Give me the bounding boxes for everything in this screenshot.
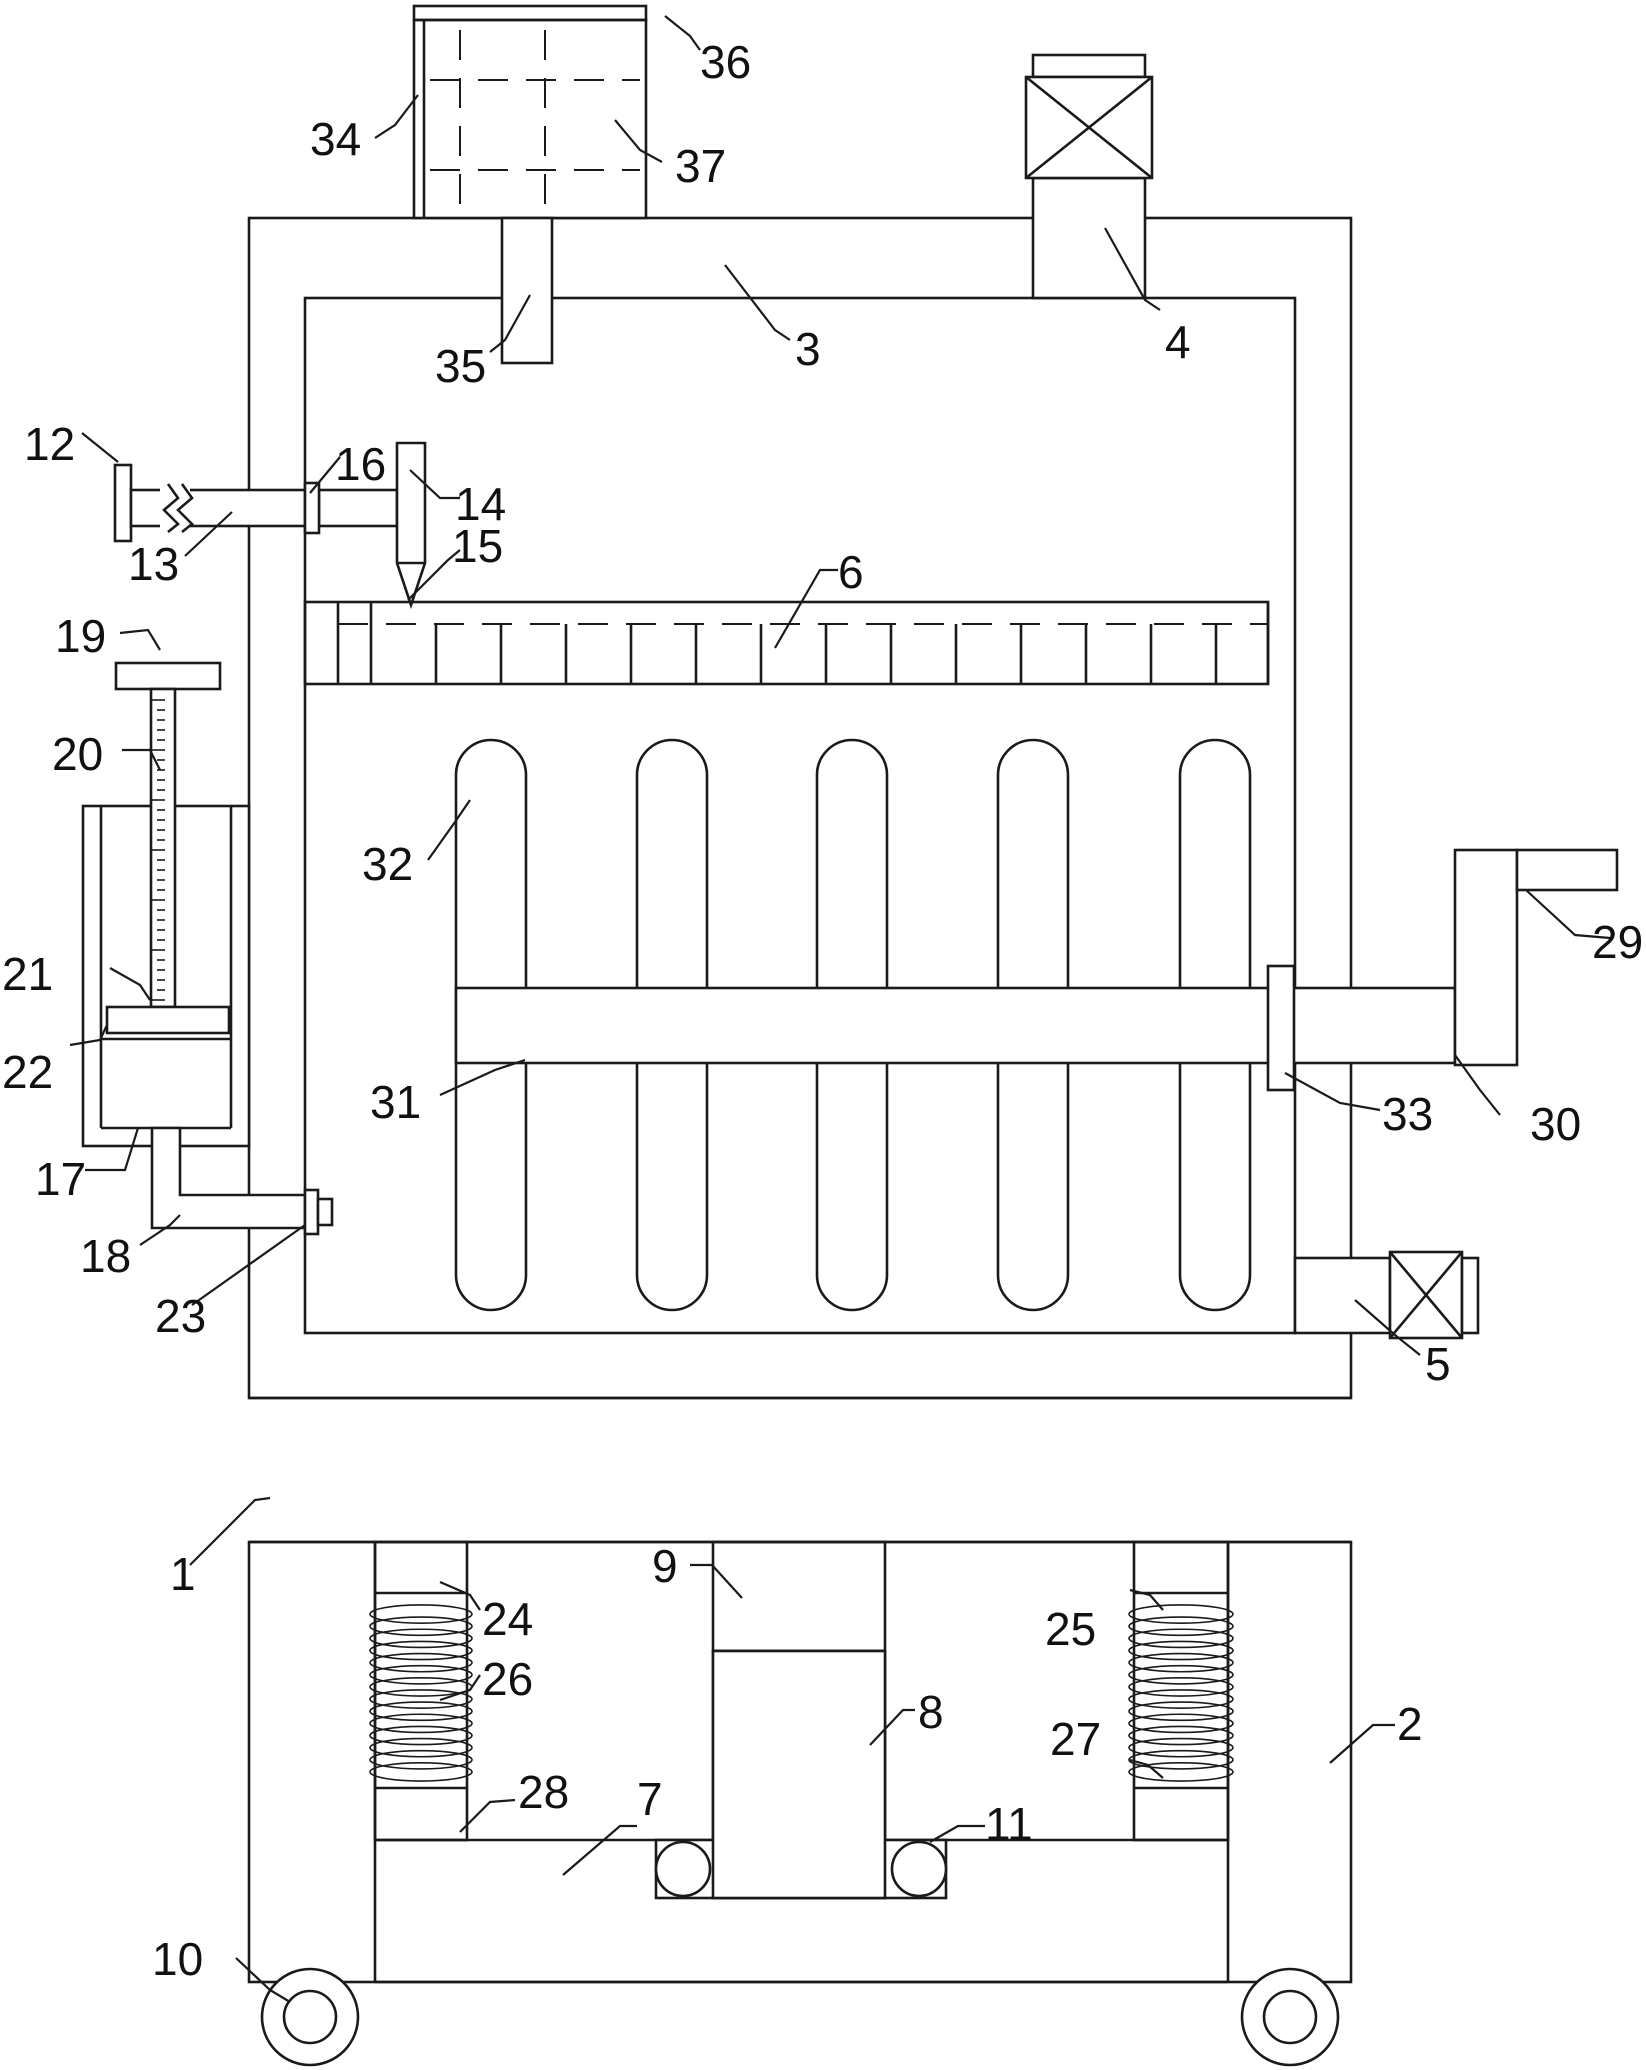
label-37: 37 bbox=[675, 140, 726, 192]
injector-scale-ticks bbox=[151, 699, 165, 1001]
label-23: 23 bbox=[155, 1290, 206, 1342]
label-25: 25 bbox=[1045, 1603, 1096, 1655]
mixing-tank bbox=[303, 296, 1297, 1335]
label-24: 24 bbox=[482, 1593, 533, 1645]
label-31: 31 bbox=[370, 1076, 421, 1128]
label-18: 18 bbox=[80, 1230, 131, 1282]
label-1: 1 bbox=[170, 1548, 196, 1600]
label-19: 19 bbox=[55, 610, 106, 662]
injector-nozzle-tip bbox=[316, 1197, 334, 1227]
outlet-valve-cap bbox=[1460, 1256, 1480, 1335]
label-28: 28 bbox=[518, 1766, 569, 1818]
vibration-motor-front bbox=[711, 1649, 887, 1900]
label-9: 9 bbox=[652, 1540, 678, 1592]
right-spring-housing bbox=[1132, 1540, 1230, 1842]
label-35: 35 bbox=[435, 340, 486, 392]
part-labels: 36 34 37 35 3 4 12 16 14 13 15 6 19 20 3… bbox=[2, 36, 1643, 1985]
label-15: 15 bbox=[452, 520, 503, 572]
label-4: 4 bbox=[1165, 316, 1191, 368]
shaft-bearing bbox=[1266, 964, 1296, 1092]
label-32: 32 bbox=[362, 838, 413, 890]
left-roller bbox=[654, 1840, 712, 1898]
stirring-shaft bbox=[454, 986, 1457, 1065]
left-wheel bbox=[260, 1967, 360, 2067]
probe-body bbox=[395, 441, 427, 610]
injector-nozzle bbox=[303, 1188, 320, 1236]
label-33: 33 bbox=[1382, 1088, 1433, 1140]
motor-output-head bbox=[1515, 848, 1619, 892]
drive-motor bbox=[1453, 848, 1519, 1067]
label-20: 20 bbox=[52, 728, 103, 780]
hopper-lid bbox=[412, 4, 648, 22]
leader-lines bbox=[69, 15, 1611, 2003]
label-36: 36 bbox=[700, 36, 751, 88]
additive-hopper bbox=[412, 18, 648, 220]
label-29: 29 bbox=[1592, 916, 1643, 968]
label-2: 2 bbox=[1397, 1698, 1423, 1750]
label-10: 10 bbox=[152, 1933, 203, 1985]
probe-seal bbox=[303, 481, 321, 535]
label-3: 3 bbox=[795, 323, 821, 375]
rod-break-mark bbox=[160, 483, 194, 534]
left-damping-spring bbox=[369, 1604, 473, 1782]
label-5: 5 bbox=[1425, 1338, 1451, 1390]
label-30: 30 bbox=[1530, 1098, 1581, 1150]
label-17: 17 bbox=[35, 1153, 86, 1205]
label-21: 21 bbox=[2, 948, 53, 1000]
hopper-feed-tube bbox=[500, 216, 554, 365]
label-13: 13 bbox=[128, 538, 179, 590]
label-7: 7 bbox=[637, 1773, 663, 1825]
probe-rod bbox=[129, 488, 307, 528]
filter-plate-dividers bbox=[336, 602, 1270, 684]
label-6: 6 bbox=[838, 546, 864, 598]
label-22: 22 bbox=[2, 1046, 53, 1098]
injector-handle bbox=[114, 661, 222, 691]
label-26: 26 bbox=[482, 1653, 533, 1705]
drive-column bbox=[711, 1540, 887, 1653]
right-damping-spring bbox=[1128, 1604, 1234, 1782]
injector-scale-rod bbox=[149, 687, 177, 1009]
right-wheel bbox=[1240, 1967, 1340, 2067]
inlet-valve-cap bbox=[1031, 53, 1147, 79]
probe-rod-inner bbox=[317, 488, 399, 528]
label-11: 11 bbox=[985, 1798, 1033, 1850]
probe-handle bbox=[113, 463, 133, 543]
injector-piston bbox=[105, 1005, 231, 1035]
label-8: 8 bbox=[918, 1686, 944, 1738]
label-34: 34 bbox=[310, 113, 361, 165]
label-16: 16 bbox=[335, 438, 386, 490]
right-roller bbox=[890, 1840, 948, 1898]
label-27: 27 bbox=[1050, 1713, 1101, 1765]
label-12: 12 bbox=[24, 418, 75, 470]
label-14: 14 bbox=[455, 478, 506, 530]
inlet-pipe bbox=[1031, 176, 1147, 300]
outlet-pipe bbox=[1293, 1256, 1392, 1335]
